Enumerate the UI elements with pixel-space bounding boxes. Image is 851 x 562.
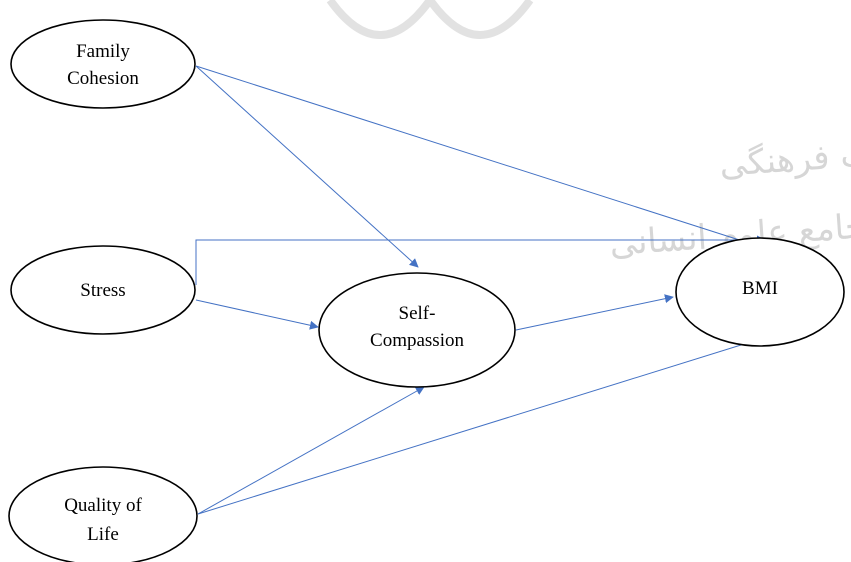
node-family-cohesion-line-1: Family [76,41,130,62]
edge-stress-to-self-compassion [195,299,319,330]
edge-family-cohesion-to-self-compassion [195,65,419,268]
node-self-compassion-line-2: Compassion [370,330,464,351]
edge-quality-of-life-to-self-compassion [197,386,425,515]
edge-family-cohesion-to-bmi [195,65,756,247]
edge-quality-of-life-to-bmi [197,338,758,515]
node-stress-label: Stress [80,280,125,301]
node-stress: Stress [10,245,196,335]
node-bmi: BMI [675,237,845,347]
node-quality-of-life: Quality of Life [8,466,198,562]
node-family-cohesion: Family Cohesion [10,19,196,109]
node-quality-of-life-line-1: Quality of [64,495,142,516]
node-quality-of-life-line-2: Life [87,524,119,545]
edge-self-compassion-to-bmi [515,294,674,331]
watermark-logo [326,0,534,39]
node-self-compassion: Self- Compassion [318,272,516,388]
node-family-cohesion-line-2: Cohesion [67,68,139,89]
node-self-compassion-line-1: Self- [399,303,436,324]
node-bmi-label: BMI [742,278,778,299]
edge-stress-to-bmi [195,235,766,285]
